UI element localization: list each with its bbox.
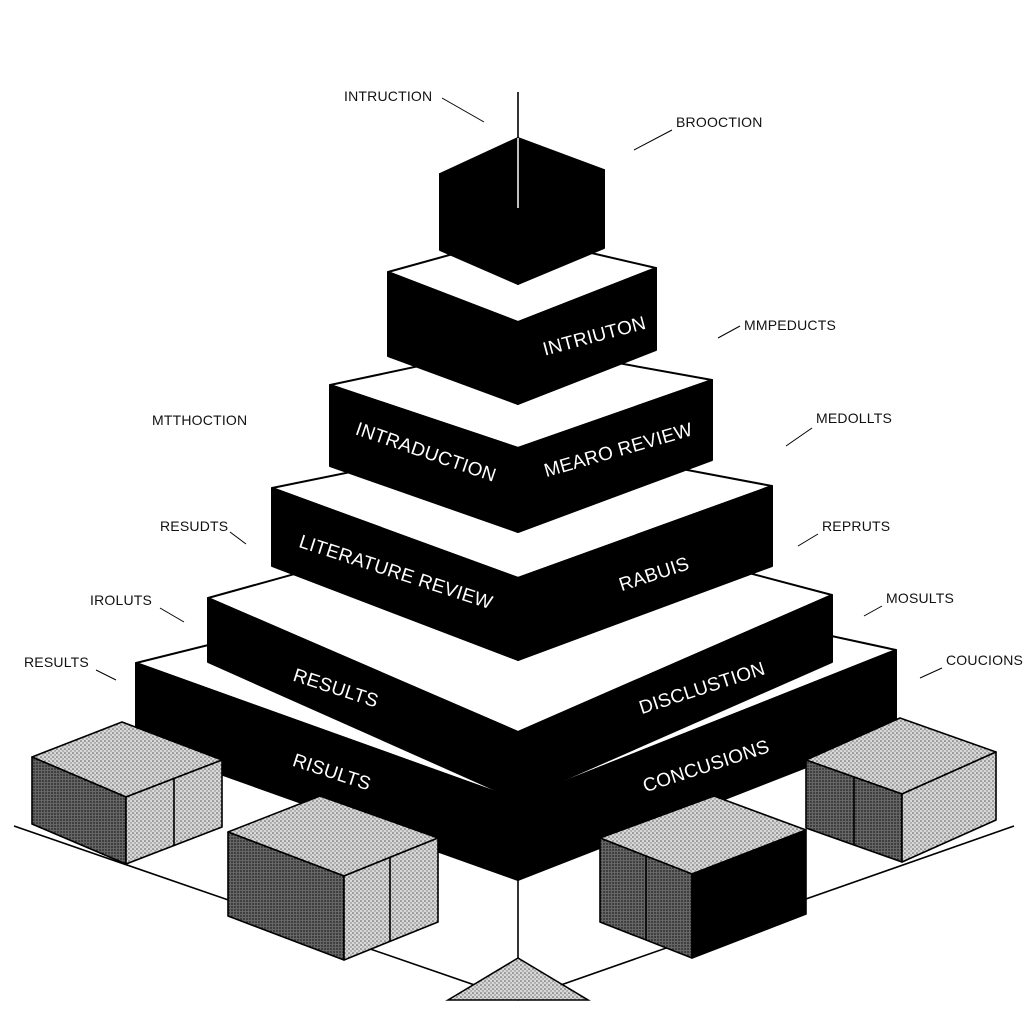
callout-repruts: REPRUTS [822,518,890,534]
callout-mebolts: MEDOLLTS [816,410,892,426]
callout-coucions: COUCIONS [946,652,1023,668]
callout-leader [441,97,485,123]
tier-3-right-face [517,379,713,533]
floor-corner-tile [445,957,591,1001]
callout-leader [633,129,673,151]
callout-leader [797,533,819,547]
pyramid [135,137,897,881]
callout-leader [919,667,943,679]
callout-resudts: RESUDTS [160,518,228,534]
block-far-right [805,717,997,863]
block-mid-right [599,795,807,959]
block-far-left [31,721,223,865]
callout-brooction: BROOCTION [676,114,763,130]
block-mid-left [227,795,439,961]
callout-irolits: IROLUTS [90,592,152,608]
callout-leader [863,605,883,617]
tier-4-right-face [517,485,773,661]
callout-leader [785,427,813,447]
callout-mtthoction: MTTHOCTION [152,412,247,428]
tier-1-right-face [517,169,605,285]
tier-1 [439,137,605,285]
tier-2-right-face [517,267,657,405]
callout-leader [159,607,185,623]
callout-leader [95,669,117,681]
callout-results: RESULTS [24,654,89,670]
tier-5-right-face [517,594,833,801]
callout-leader [229,531,247,545]
callout-mosults: MOSULTS [886,590,954,606]
callout-mpeducts: MMPEDUCTS [744,317,836,333]
side-blocks [31,717,997,961]
callout-intruction: INTRUCTION [344,88,432,104]
callouts: INTRUCTION BROOCTION MMPEDUCTS MTTHOCTIO… [24,88,1023,681]
callout-leader [717,325,741,339]
